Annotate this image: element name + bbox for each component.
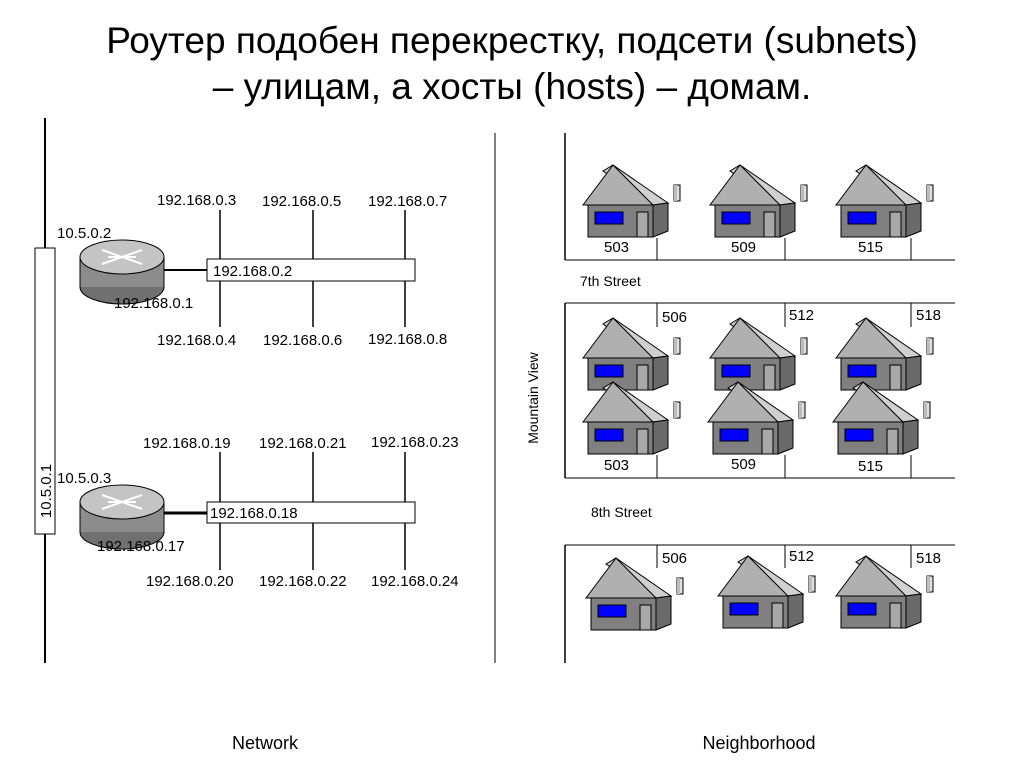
host-192-168-0-20: 192.168.0.20 <box>146 573 234 590</box>
host-192-168-0-24: 192.168.0.24 <box>371 573 459 590</box>
host-192-168-0-6: 192.168.0.6 <box>263 332 342 349</box>
subnet-1-label: 192.168.0.2 <box>213 263 292 280</box>
house-icon <box>709 317 808 391</box>
router-2-lan-ip: 192.168.0.17 <box>97 538 185 555</box>
host-192-168-0-7: 192.168.0.7 <box>368 193 447 210</box>
house-icon <box>582 317 681 391</box>
backbone-segment <box>34 247 56 535</box>
house-number: 509 <box>731 239 756 256</box>
house-icon <box>709 164 808 238</box>
router-1-wan-ip: 10.5.0.2 <box>57 225 111 242</box>
avenue-label: Mountain View <box>525 351 541 443</box>
host-192-168-0-21: 192.168.0.21 <box>259 435 347 452</box>
subnet-2-label: 192.168.0.18 <box>210 505 298 522</box>
house-number: 518 <box>916 550 941 567</box>
host-192-168-0-8: 192.168.0.8 <box>368 331 447 348</box>
house-number: 512 <box>789 548 814 565</box>
house-number: 503 <box>604 239 629 256</box>
subnet-1-bus <box>206 258 416 282</box>
host-192-168-0-4: 192.168.0.4 <box>157 332 236 349</box>
host-192-168-0-3: 192.168.0.3 <box>157 192 236 209</box>
house-number: 509 <box>731 456 756 473</box>
house-number: 515 <box>858 239 883 256</box>
block-3-lines <box>565 544 955 568</box>
router-1-lan-ip: 192.168.0.1 <box>114 295 193 312</box>
house-icon <box>835 317 934 391</box>
block-1-lines <box>565 238 955 261</box>
host-192-168-0-23: 192.168.0.23 <box>371 434 459 451</box>
block-2-lines <box>565 302 955 479</box>
house-number: 515 <box>858 458 883 475</box>
neighborhood-caption: Neighborhood <box>702 733 815 753</box>
house-icon <box>835 164 934 238</box>
house-icon <box>717 555 816 629</box>
router-2-wan-ip: 10.5.0.3 <box>57 470 111 487</box>
house-icon <box>582 164 681 238</box>
house-icon <box>707 381 806 455</box>
house-number: 506 <box>662 309 687 326</box>
house-number: 506 <box>662 550 687 567</box>
house-icon <box>585 557 684 631</box>
network-caption: Network <box>232 733 299 753</box>
slide-title: Роутер подобен перекрестку, подсети (sub… <box>0 18 1024 110</box>
street-label-7th: 7th Street <box>580 273 641 289</box>
host-192-168-0-5: 192.168.0.5 <box>262 193 341 210</box>
house-number: 512 <box>789 307 814 324</box>
backbone-label: 10.5.0.1 <box>38 464 55 518</box>
house-number: 518 <box>916 307 941 324</box>
house-icon <box>832 381 931 455</box>
title-line-2: – улицам, а хосты (hosts) – домам. <box>212 66 812 107</box>
house-number: 503 <box>604 457 629 474</box>
house-icon <box>582 381 681 455</box>
street-label-8th: 8th Street <box>591 504 652 520</box>
host-192-168-0-22: 192.168.0.22 <box>259 573 347 590</box>
host-192-168-0-19: 192.168.0.19 <box>143 435 231 452</box>
title-line-1: Роутер подобен перекрестку, подсети (sub… <box>106 20 918 61</box>
subnet-2-bus <box>206 501 416 524</box>
